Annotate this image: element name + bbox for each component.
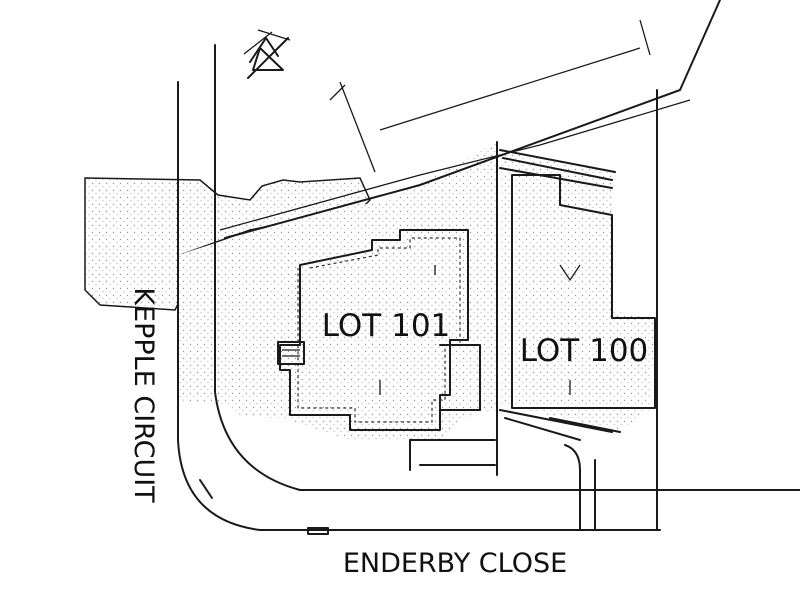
kepple-circuit-boundary: [214, 44, 800, 491]
lot-100-dwelling: [499, 149, 656, 531]
enderby-close-label: ENDERBY CLOSE: [343, 548, 567, 579]
lot-100-label: LOT 100: [520, 333, 649, 369]
lot-101-garage: [439, 344, 481, 411]
lot-101-label: LOT 101: [322, 308, 451, 344]
kepple-circuit-kerb: [177, 81, 661, 531]
lot-101-porch: [277, 341, 305, 365]
lot-100-driveway: [564, 444, 596, 531]
driveway-shading: [178, 335, 295, 400]
lot-100-house-outline: [511, 174, 656, 409]
enderby-crossing: [307, 527, 329, 535]
kerb-crossings: [199, 479, 329, 535]
lot-101-porch-hatch: [282, 349, 300, 357]
ground-line-top: [219, 99, 691, 231]
lot-101-dwelling: [277, 229, 496, 471]
rear-dashed-line: [379, 19, 651, 131]
site-shading: [84, 142, 655, 440]
north-arrow-icon: [243, 29, 291, 79]
lot-101-side-path: [409, 439, 496, 471]
lot-100-pergola-top: [499, 149, 616, 189]
rear-easement: [329, 81, 376, 173]
lot-100-yard-shading: [500, 150, 655, 430]
kepple-circuit-label: KEPPLE CIRCUIT: [128, 287, 159, 503]
boundaries: [177, 0, 800, 531]
rear-boundary: [224, 0, 721, 239]
lot-100-pergola-bottom: [499, 409, 621, 441]
kepple-crossing: [199, 479, 213, 499]
lot-101-house-outline: [279, 229, 469, 431]
lot-100-ridge-1: [559, 264, 581, 282]
